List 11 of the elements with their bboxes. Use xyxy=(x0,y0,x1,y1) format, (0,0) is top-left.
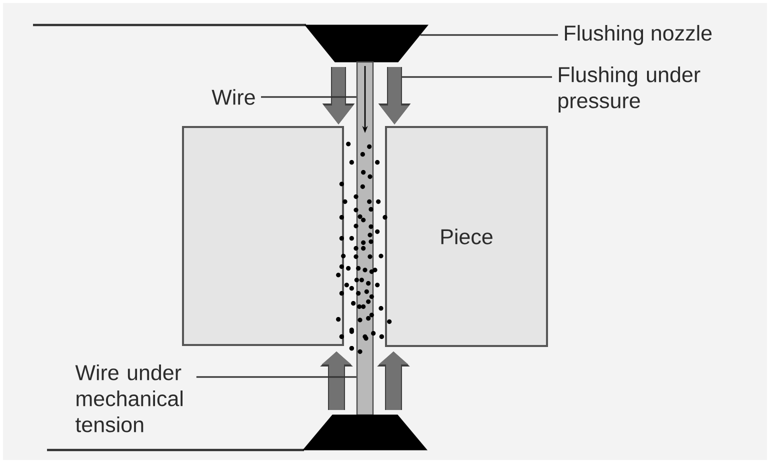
leader-line xyxy=(420,34,558,36)
workpiece-block: Piece xyxy=(385,126,548,347)
leader-line xyxy=(402,76,552,78)
callout-label: Flushing under pressure xyxy=(558,66,700,113)
leader-line xyxy=(196,376,356,378)
wire xyxy=(356,61,374,416)
callout-label: Flushing nozzle xyxy=(564,24,712,46)
workpiece-block xyxy=(182,126,344,346)
leader-line xyxy=(261,96,356,98)
callout-label: Wire xyxy=(212,89,255,105)
callout-label: Wire under mechanical tension xyxy=(75,364,182,432)
